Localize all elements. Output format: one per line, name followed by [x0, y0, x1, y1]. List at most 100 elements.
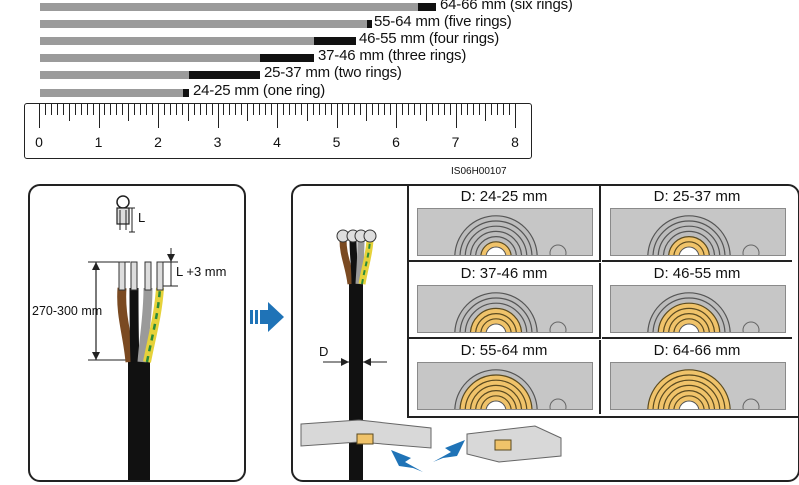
ring-bar-label: 46-55 mm (four rings)	[359, 30, 500, 47]
ring-bar-black	[183, 89, 189, 97]
ruler-tick	[479, 104, 481, 115]
ruler-tick	[158, 104, 159, 128]
ruler-tick	[217, 104, 219, 128]
ruler-number: 8	[511, 134, 519, 150]
ruler-number: 5	[332, 134, 341, 150]
ruler-tick	[98, 104, 100, 128]
ruler-tick	[68, 104, 70, 121]
ruler-tick	[312, 104, 314, 115]
ring-cell: D: 37-46 mm	[409, 263, 601, 339]
lug-length-label: L	[138, 210, 146, 225]
ring-bar-label: 55-64 mm (five rings)	[374, 13, 512, 30]
ruler-tick	[205, 104, 207, 115]
ring-bar-black	[367, 20, 372, 28]
cable-hole	[678, 246, 700, 255]
ruler-tick	[473, 104, 475, 115]
seal-assembly-drawing	[300, 419, 562, 472]
ruler-tick	[354, 104, 356, 115]
ruler-tick	[390, 104, 392, 115]
ruler-tick	[306, 104, 308, 121]
seal-ring-view	[610, 208, 786, 256]
ruler-tick	[253, 104, 255, 115]
seal-ring-view	[417, 285, 593, 333]
ruler-tick	[181, 104, 183, 115]
ring-bar-gray	[40, 89, 183, 97]
ruler-tick	[116, 104, 118, 115]
ruler-tick	[241, 104, 243, 115]
seal-ring-view	[610, 285, 786, 333]
ring-cell: D: 25-37 mm	[602, 186, 792, 262]
ruler-tick	[372, 104, 374, 115]
ruler-number: 7	[451, 134, 460, 150]
ruler-tick	[62, 104, 64, 115]
ring-cell-title: D: 46-55 mm	[653, 265, 741, 282]
ruler-tick	[229, 104, 231, 115]
ring-diagram	[454, 369, 567, 409]
small-hole	[742, 321, 760, 332]
ruler-tick	[152, 104, 154, 115]
ring-cell: D: 55-64 mm	[409, 340, 601, 414]
ruler-tick	[366, 104, 368, 121]
ruler-tick	[342, 104, 344, 115]
ruler-tick	[330, 104, 332, 115]
cable-hole	[678, 323, 700, 332]
seal-ring-view	[417, 362, 593, 410]
ruler-tick	[265, 104, 267, 115]
ring-bar-label: 64-66 mm (six rings)	[440, 0, 573, 13]
ruler-tick	[140, 104, 142, 115]
ring-diagram	[647, 369, 760, 409]
ruler-tick	[318, 104, 320, 115]
next-step-arrow-icon	[250, 302, 284, 332]
ruler-tick	[74, 104, 76, 115]
ring-diagram	[454, 215, 567, 255]
ruler-number: 0	[35, 134, 43, 150]
ring-bar-black	[260, 54, 314, 62]
ring-cell-title: D: 24-25 mm	[460, 188, 548, 205]
ruler-tick	[491, 104, 493, 115]
ruler-tick	[413, 104, 415, 115]
ruler-tick	[50, 104, 52, 115]
ring-bar-gray	[40, 3, 421, 11]
ring-bar-label: 37-46 mm (three rings)	[318, 47, 467, 64]
ruler-number: 4	[273, 134, 281, 150]
ruler-tick	[401, 104, 403, 115]
cable-hole	[678, 400, 700, 409]
ruler-number: 6	[392, 134, 400, 150]
ruler-tick	[122, 104, 124, 115]
ring-diagram	[454, 292, 567, 332]
ruler-tick	[44, 104, 46, 115]
ruler-tick	[146, 104, 148, 115]
ring-diagram	[647, 215, 760, 255]
cable-hole	[485, 246, 507, 255]
ruler-tick	[175, 104, 177, 115]
ruler-tick	[336, 104, 338, 128]
ring-diagram	[647, 292, 760, 332]
ruler-tick	[163, 104, 165, 115]
ring-cell: D: 24-25 mm	[409, 186, 601, 262]
cable-hole	[485, 323, 507, 332]
ruler-tick	[39, 104, 40, 128]
ruler-tick	[294, 104, 296, 115]
ruler-tick	[455, 104, 457, 128]
ring-cell: D: 46-55 mm	[602, 263, 792, 339]
ruler-tick	[282, 104, 284, 115]
ring-cell: D: 64-66 mm	[602, 340, 792, 414]
ruler-tick	[199, 104, 201, 115]
ring-bar-label: 24-25 mm (one ring)	[193, 82, 326, 99]
ruler-tick	[277, 104, 278, 128]
ruler-number: 1	[94, 134, 103, 150]
ruler-tick	[467, 104, 469, 115]
ruler-tick	[247, 104, 249, 121]
ruler-tick	[193, 104, 195, 115]
ruler-tick	[324, 104, 326, 115]
seal-ring-view	[417, 208, 593, 256]
ring-bar-gray	[40, 54, 260, 62]
ruler-tick	[360, 104, 362, 115]
ruler-tick	[86, 104, 88, 115]
ruler-tick	[235, 104, 237, 115]
cable-hole	[485, 400, 507, 409]
ruler-tick	[443, 104, 445, 115]
